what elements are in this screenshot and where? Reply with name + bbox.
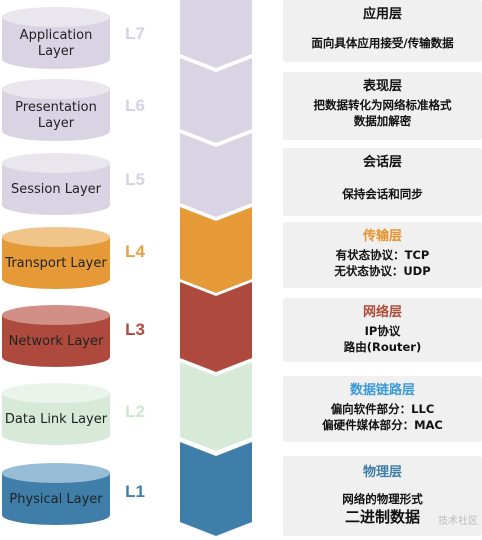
layer-description-line: 数据加解密: [353, 114, 412, 128]
layer-number: L3: [125, 320, 145, 339]
layer-name: Physical Layer: [9, 492, 103, 507]
layer-number: L7: [125, 24, 145, 43]
cylinder-body: [2, 17, 110, 69]
cylinder-body: [2, 237, 110, 289]
cylinder-top: [2, 463, 110, 483]
cylinder-shape: [2, 79, 110, 141]
chevron-l5: [180, 133, 252, 217]
layer-title: 应用层: [362, 7, 402, 22]
cylinder-top: [2, 305, 110, 325]
cylinder-body: [2, 315, 110, 367]
cylinder-shape: [2, 227, 110, 289]
layer-number: L1: [125, 482, 145, 501]
layer-description-line: 有状态协议：TCP: [335, 248, 430, 262]
cylinder-top: [2, 79, 110, 99]
layer-description-line: 把数据转化为网络标准格式: [313, 98, 452, 112]
cylinder-shape: [2, 305, 110, 367]
cylinder-l2: Data Link Layer: [0, 382, 112, 446]
watermark: 技术社区: [438, 516, 478, 527]
cylinder-body: [2, 393, 110, 445]
layer-description-box: 传输层有状态协议：TCP 无状态协议：UDP: [283, 222, 482, 288]
layer-title: 物理层: [362, 465, 402, 480]
cylinder-shape: [2, 7, 110, 69]
cylinder-l1: Physical Layer: [0, 462, 112, 526]
layer-description-line: 偏向软件部分：LLC: [330, 402, 435, 416]
chevron-l2: [180, 362, 252, 451]
layer-name: Transport Layer: [5, 256, 107, 271]
cylinder-l3: Network Layer: [0, 304, 112, 368]
layer-chevron-strip: [180, 0, 252, 536]
cylinder-shape: [2, 463, 110, 525]
layer-name: Application Layer: [19, 28, 93, 59]
layer-number: L4: [125, 242, 145, 261]
layer-title: 表现层: [362, 79, 402, 94]
layer-description-box: 应用层面向具体应用接受/传输数据: [283, 0, 482, 62]
chevron-l7: [180, 0, 252, 68]
cylinder-body: [2, 163, 110, 215]
layer-description-line: 二进制数据: [344, 508, 420, 526]
layer-description-line: 保持会话和同步: [342, 187, 423, 201]
cylinder-top: [2, 227, 110, 247]
layer-title: 数据链路层: [349, 383, 415, 398]
layer-number: L2: [125, 402, 145, 421]
layer-description-line: 无状态协议：UDP: [334, 264, 431, 278]
layer-description-line: IP协议: [364, 324, 401, 338]
layer-description-line: 面向具体应用接受/传输数据: [311, 36, 454, 50]
layer-description-box: 物理层网络的物理形式二进制数据: [283, 456, 482, 536]
layer-name: Network Layer: [8, 334, 104, 349]
cylinder-body: [2, 89, 110, 141]
cylinder-top: [2, 383, 110, 403]
cylinder-body: [2, 473, 110, 525]
layer-description-line: 路由(Router): [343, 340, 422, 354]
cylinder-l4: Transport Layer: [0, 226, 112, 290]
layer-description-box: 表现层把数据转化为网络标准格式数据加解密: [283, 72, 482, 140]
cylinder-l5: Session Layer: [0, 152, 112, 216]
layer-number: L6: [125, 96, 145, 115]
layer-title: 网络层: [362, 305, 402, 320]
layer-description-line: 偏硬件媒体部分：MAC: [322, 418, 443, 432]
layer-description-box: 网络层 IP协议路由(Router): [283, 298, 482, 362]
layer-title: 传输层: [362, 229, 402, 244]
chevron-l6: [180, 58, 252, 143]
cylinder-top: [2, 7, 110, 27]
chevron-l4: [180, 207, 252, 293]
layer-number: L5: [125, 170, 145, 189]
layer-title: 会话层: [362, 155, 402, 170]
cylinder-l6: Presentation Layer: [0, 78, 112, 142]
layer-name: Session Layer: [11, 182, 101, 197]
chevron-l3: [180, 282, 252, 372]
cylinder-top: [2, 153, 110, 173]
cylinder-shape: [2, 383, 110, 445]
layer-description-line: 网络的物理形式: [342, 492, 423, 506]
layer-name: Data Link Layer: [4, 412, 108, 427]
chevron-l1: [180, 442, 252, 536]
layer-description-box: 数据链路层偏向软件部分：LLC 偏硬件媒体部分：MAC: [283, 376, 482, 442]
layer-name: Presentation Layer: [15, 100, 97, 131]
cylinder-l7: Application Layer: [0, 6, 112, 70]
cylinder-shape: [2, 153, 110, 215]
layer-description-box: 会话层保持会话和同步: [283, 148, 482, 216]
